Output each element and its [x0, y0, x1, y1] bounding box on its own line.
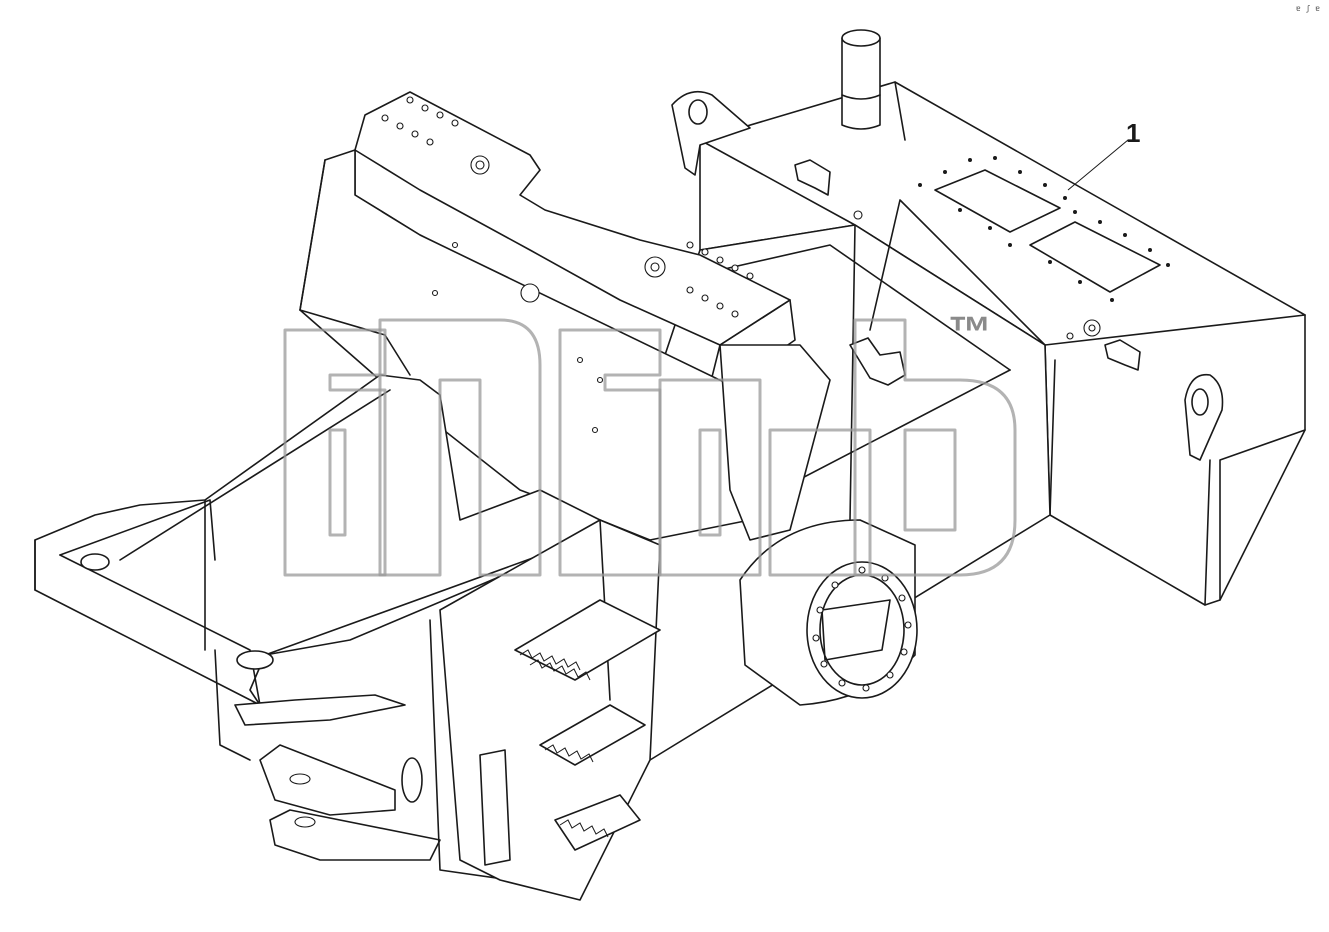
cover-bolts	[918, 156, 1170, 302]
step-3	[554, 794, 641, 851]
watermark-logo	[283, 318, 1017, 577]
callout-leader-line	[1067, 139, 1129, 191]
corner-mark: ɐ ʃ ɐ	[1296, 4, 1321, 13]
slew-bolt-holes	[812, 566, 912, 692]
counterweight-tank	[671, 29, 1306, 606]
bracket-top	[794, 159, 831, 196]
watermark-trademark: ™	[948, 308, 993, 357]
beam-holes	[381, 96, 754, 318]
lower-pivot-plates	[214, 619, 511, 881]
exhaust-stack	[841, 29, 881, 130]
part-callout-1: 1	[1126, 118, 1141, 148]
bracket-mid	[1104, 339, 1141, 371]
access-ladder	[401, 519, 661, 901]
center-bracket	[849, 337, 906, 386]
